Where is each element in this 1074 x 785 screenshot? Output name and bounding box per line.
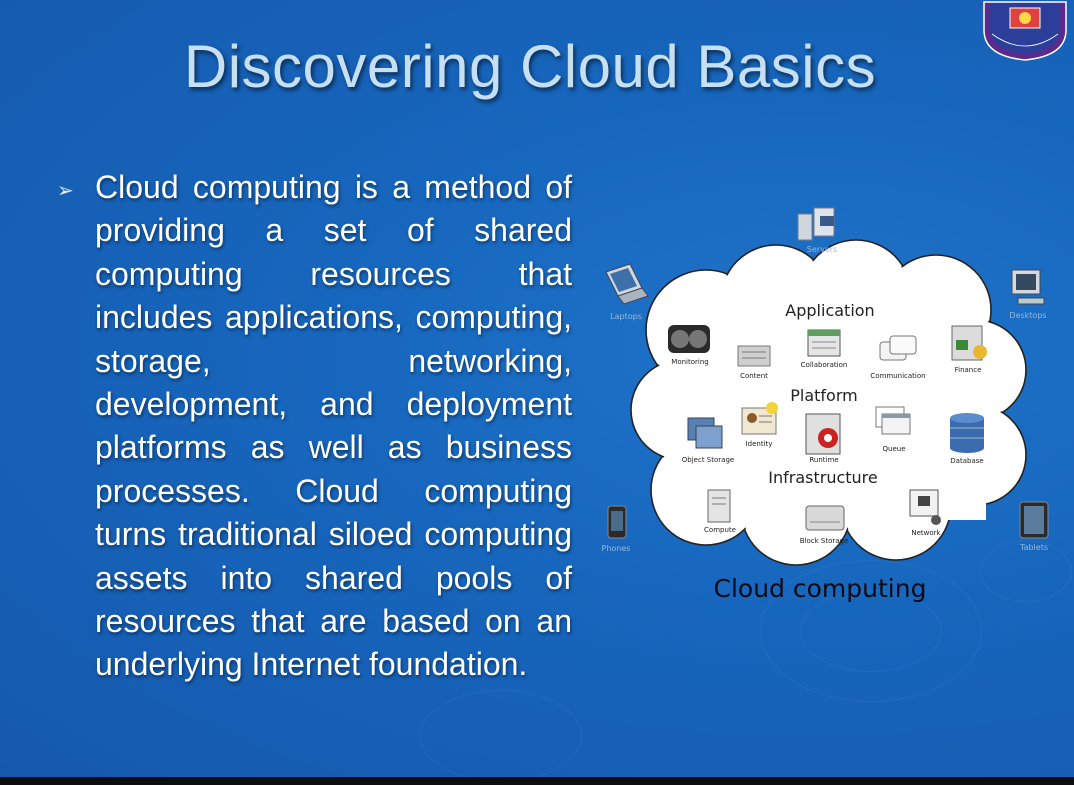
background-ripple bbox=[980, 540, 1072, 602]
application-layer-label: Application bbox=[785, 301, 874, 320]
queue-label: Queue bbox=[883, 445, 906, 453]
servers-label: Servers bbox=[807, 245, 837, 254]
communication-label: Communication bbox=[870, 372, 925, 380]
bottom-bar bbox=[0, 777, 1074, 785]
laptops-label: Laptops bbox=[610, 312, 642, 321]
background-ripple bbox=[800, 590, 942, 672]
university-logo bbox=[983, 1, 1067, 61]
content-icon bbox=[737, 345, 771, 367]
network-label: Network bbox=[911, 529, 941, 537]
identity-label: Identity bbox=[746, 440, 773, 448]
finance-icon bbox=[951, 325, 987, 361]
object-storage-label: Object Storage bbox=[682, 456, 734, 464]
network-icon bbox=[909, 489, 941, 525]
slide-title: Discovering Cloud Basics bbox=[183, 33, 877, 100]
cloud-computing-diagram: Application Platform Infrastructure Moni… bbox=[602, 207, 1049, 566]
laptops-icon bbox=[605, 263, 649, 305]
block-storage-label: Block Storage bbox=[800, 537, 849, 545]
desktops-icon bbox=[1011, 269, 1045, 305]
compute-icon bbox=[707, 489, 731, 523]
infrastructure-layer-label: Infrastructure bbox=[768, 468, 877, 487]
compute-label: Compute bbox=[704, 526, 736, 534]
phones-icon bbox=[607, 505, 627, 539]
runtime-label: Runtime bbox=[809, 456, 838, 464]
phones-label: Phones bbox=[602, 544, 631, 553]
background-ripple bbox=[760, 560, 982, 702]
bullet-text: Cloud computing is a method of providing… bbox=[95, 169, 572, 683]
monitoring-icon bbox=[668, 325, 710, 353]
collaboration-label: Collaboration bbox=[801, 361, 848, 369]
bullet-arrow-icon: ➢ bbox=[57, 180, 74, 202]
communication-icon bbox=[879, 335, 917, 361]
platform-layer-label: Platform bbox=[790, 386, 857, 405]
servers-icon bbox=[797, 207, 835, 241]
tablets-icon bbox=[1019, 501, 1049, 539]
runtime-icon bbox=[805, 413, 841, 455]
background-ripple bbox=[420, 690, 582, 777]
diagram-caption: Cloud computing bbox=[713, 574, 927, 603]
object-storage-icon bbox=[687, 417, 723, 449]
block-storage-icon bbox=[805, 505, 845, 531]
identity-icon bbox=[741, 402, 778, 435]
content-label: Content bbox=[740, 372, 768, 380]
collaboration-icon bbox=[807, 329, 841, 357]
monitoring-label: Monitoring bbox=[671, 358, 708, 366]
database-label: Database bbox=[950, 457, 983, 465]
tablets-label: Tablets bbox=[1019, 543, 1048, 552]
finance-label: Finance bbox=[955, 366, 982, 374]
database-icon bbox=[950, 413, 984, 453]
desktops-label: Desktops bbox=[1009, 311, 1046, 320]
queue-icon bbox=[875, 406, 911, 435]
